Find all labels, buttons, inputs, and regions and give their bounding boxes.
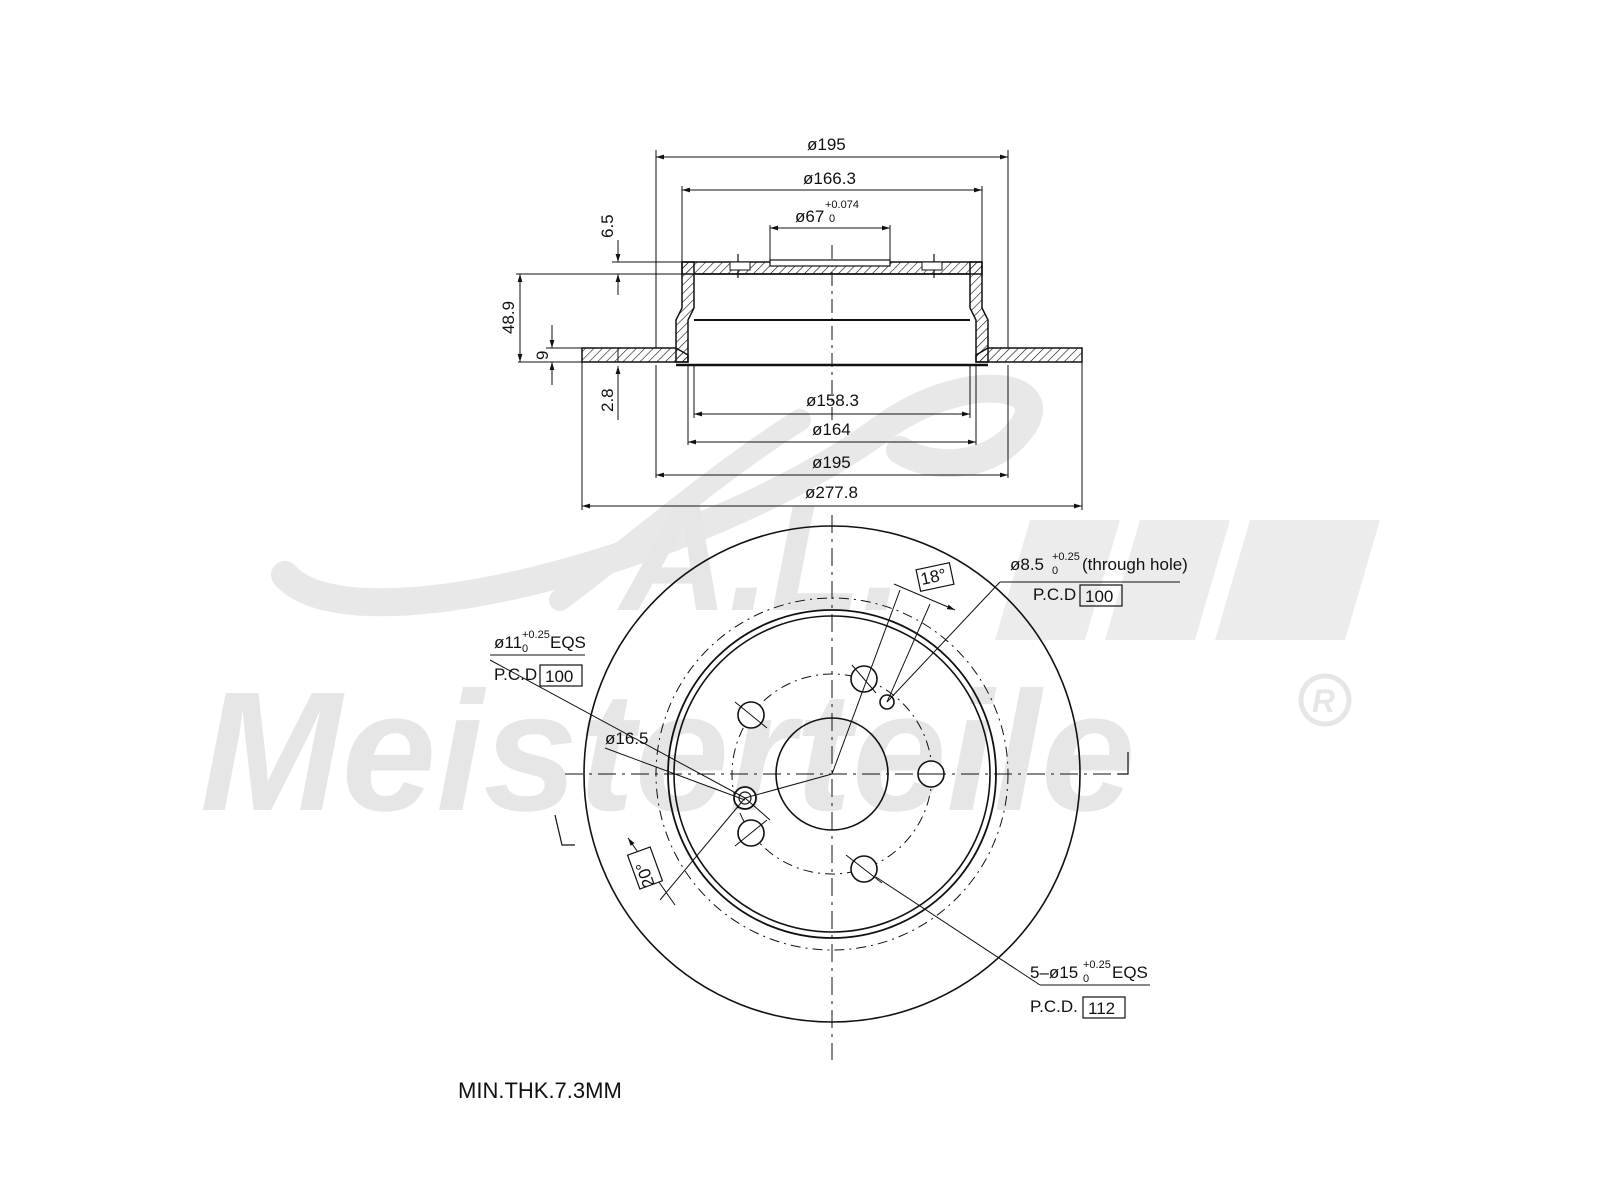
hole11-main: ø11 [494,633,522,652]
center-bore-circle [775,717,889,831]
dim-hat-outer: ø166.3 [803,169,856,188]
dim-total-height: 48.9 [499,301,518,334]
dim-inner-2: ø164 [812,420,851,439]
bolt-pcd-value: 112 [1088,999,1115,1018]
dim-disc-thickness: 9 [533,351,552,360]
watermark-logo-bars [995,520,1380,640]
angle-top: 18° [919,565,948,589]
watermark: A.L. Meisterteile R [200,374,1380,847]
dim-offset: 2.8 [598,388,617,412]
hole11-pcd-value: 100 [545,667,573,686]
watermark-registered: R [1312,683,1335,719]
hole11-tol-lower: 0 [522,643,528,655]
bolt-note: EQS [1112,963,1148,982]
through-hole-pcd-label: P.C.D [1033,585,1076,604]
dim-bore-tol-lower: 0 [829,213,835,225]
bolt-pcd-label: P.C.D. [1030,997,1078,1016]
hole11-note: EQS [550,633,586,652]
disc-outer-circle [583,525,1081,1023]
through-hole-pcd-value: 100 [1085,587,1113,606]
hole11-tol-upper: +0.25 [522,629,550,641]
hole11-pcd-label: P.C.D [494,665,537,684]
dim-inner-1: ø158.3 [806,391,859,410]
through-hole-note: (through hole) [1082,555,1188,574]
dim-outer-diameter: ø277.8 [805,483,858,502]
bolt-main: 5–ø15 [1030,963,1078,982]
watermark-registered-circle [1298,673,1352,727]
bolt-tol-lower: 0 [1083,973,1089,985]
dim-16-5: ø16.5 [605,729,648,748]
dim-height-hat: 6.5 [598,214,617,238]
front-view: ø8.5 +0.25 0 (through hole) P.C.D 100 18… [489,515,1188,1060]
through-hole-main: ø8.5 [1010,555,1044,574]
bolt-tol-upper: +0.25 [1083,959,1111,971]
dim-bore-main: ø67 [795,207,824,226]
dim-bore-tol-upper: +0.074 [825,199,859,211]
dim-outer-top: ø195 [807,135,846,154]
through-hole-tol-lower: 0 [1052,565,1058,577]
section-view: ø195 ø166.3 ø67 +0.074 0 6.5 48.9 9 2.8 … [499,135,1083,510]
min-thickness-note: MIN.THK.7.3MM [458,1078,622,1103]
watermark-brand-bottom: Meisterteile [200,657,1135,847]
dim-inner-3: ø195 [812,453,851,472]
watermark-brand-top: A.L. [616,474,903,642]
through-hole-tol-upper: +0.25 [1052,551,1080,563]
